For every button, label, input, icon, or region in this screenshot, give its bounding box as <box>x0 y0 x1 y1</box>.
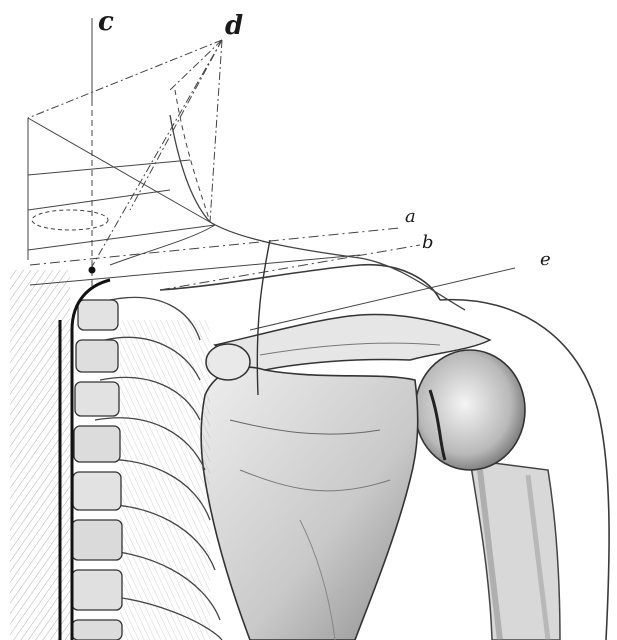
label-a: a <box>405 206 416 227</box>
junction-dot <box>89 267 96 274</box>
label-d: d <box>225 11 243 41</box>
vertebral-column <box>10 270 122 640</box>
label-b: b <box>422 232 434 253</box>
scapula <box>201 344 417 640</box>
line-b <box>160 245 420 290</box>
line-a <box>30 228 400 265</box>
coracoid-process <box>206 344 250 380</box>
humeral-head <box>415 350 525 470</box>
humerus <box>415 350 560 640</box>
label-e: e <box>540 249 551 270</box>
label-c: c <box>98 7 114 37</box>
